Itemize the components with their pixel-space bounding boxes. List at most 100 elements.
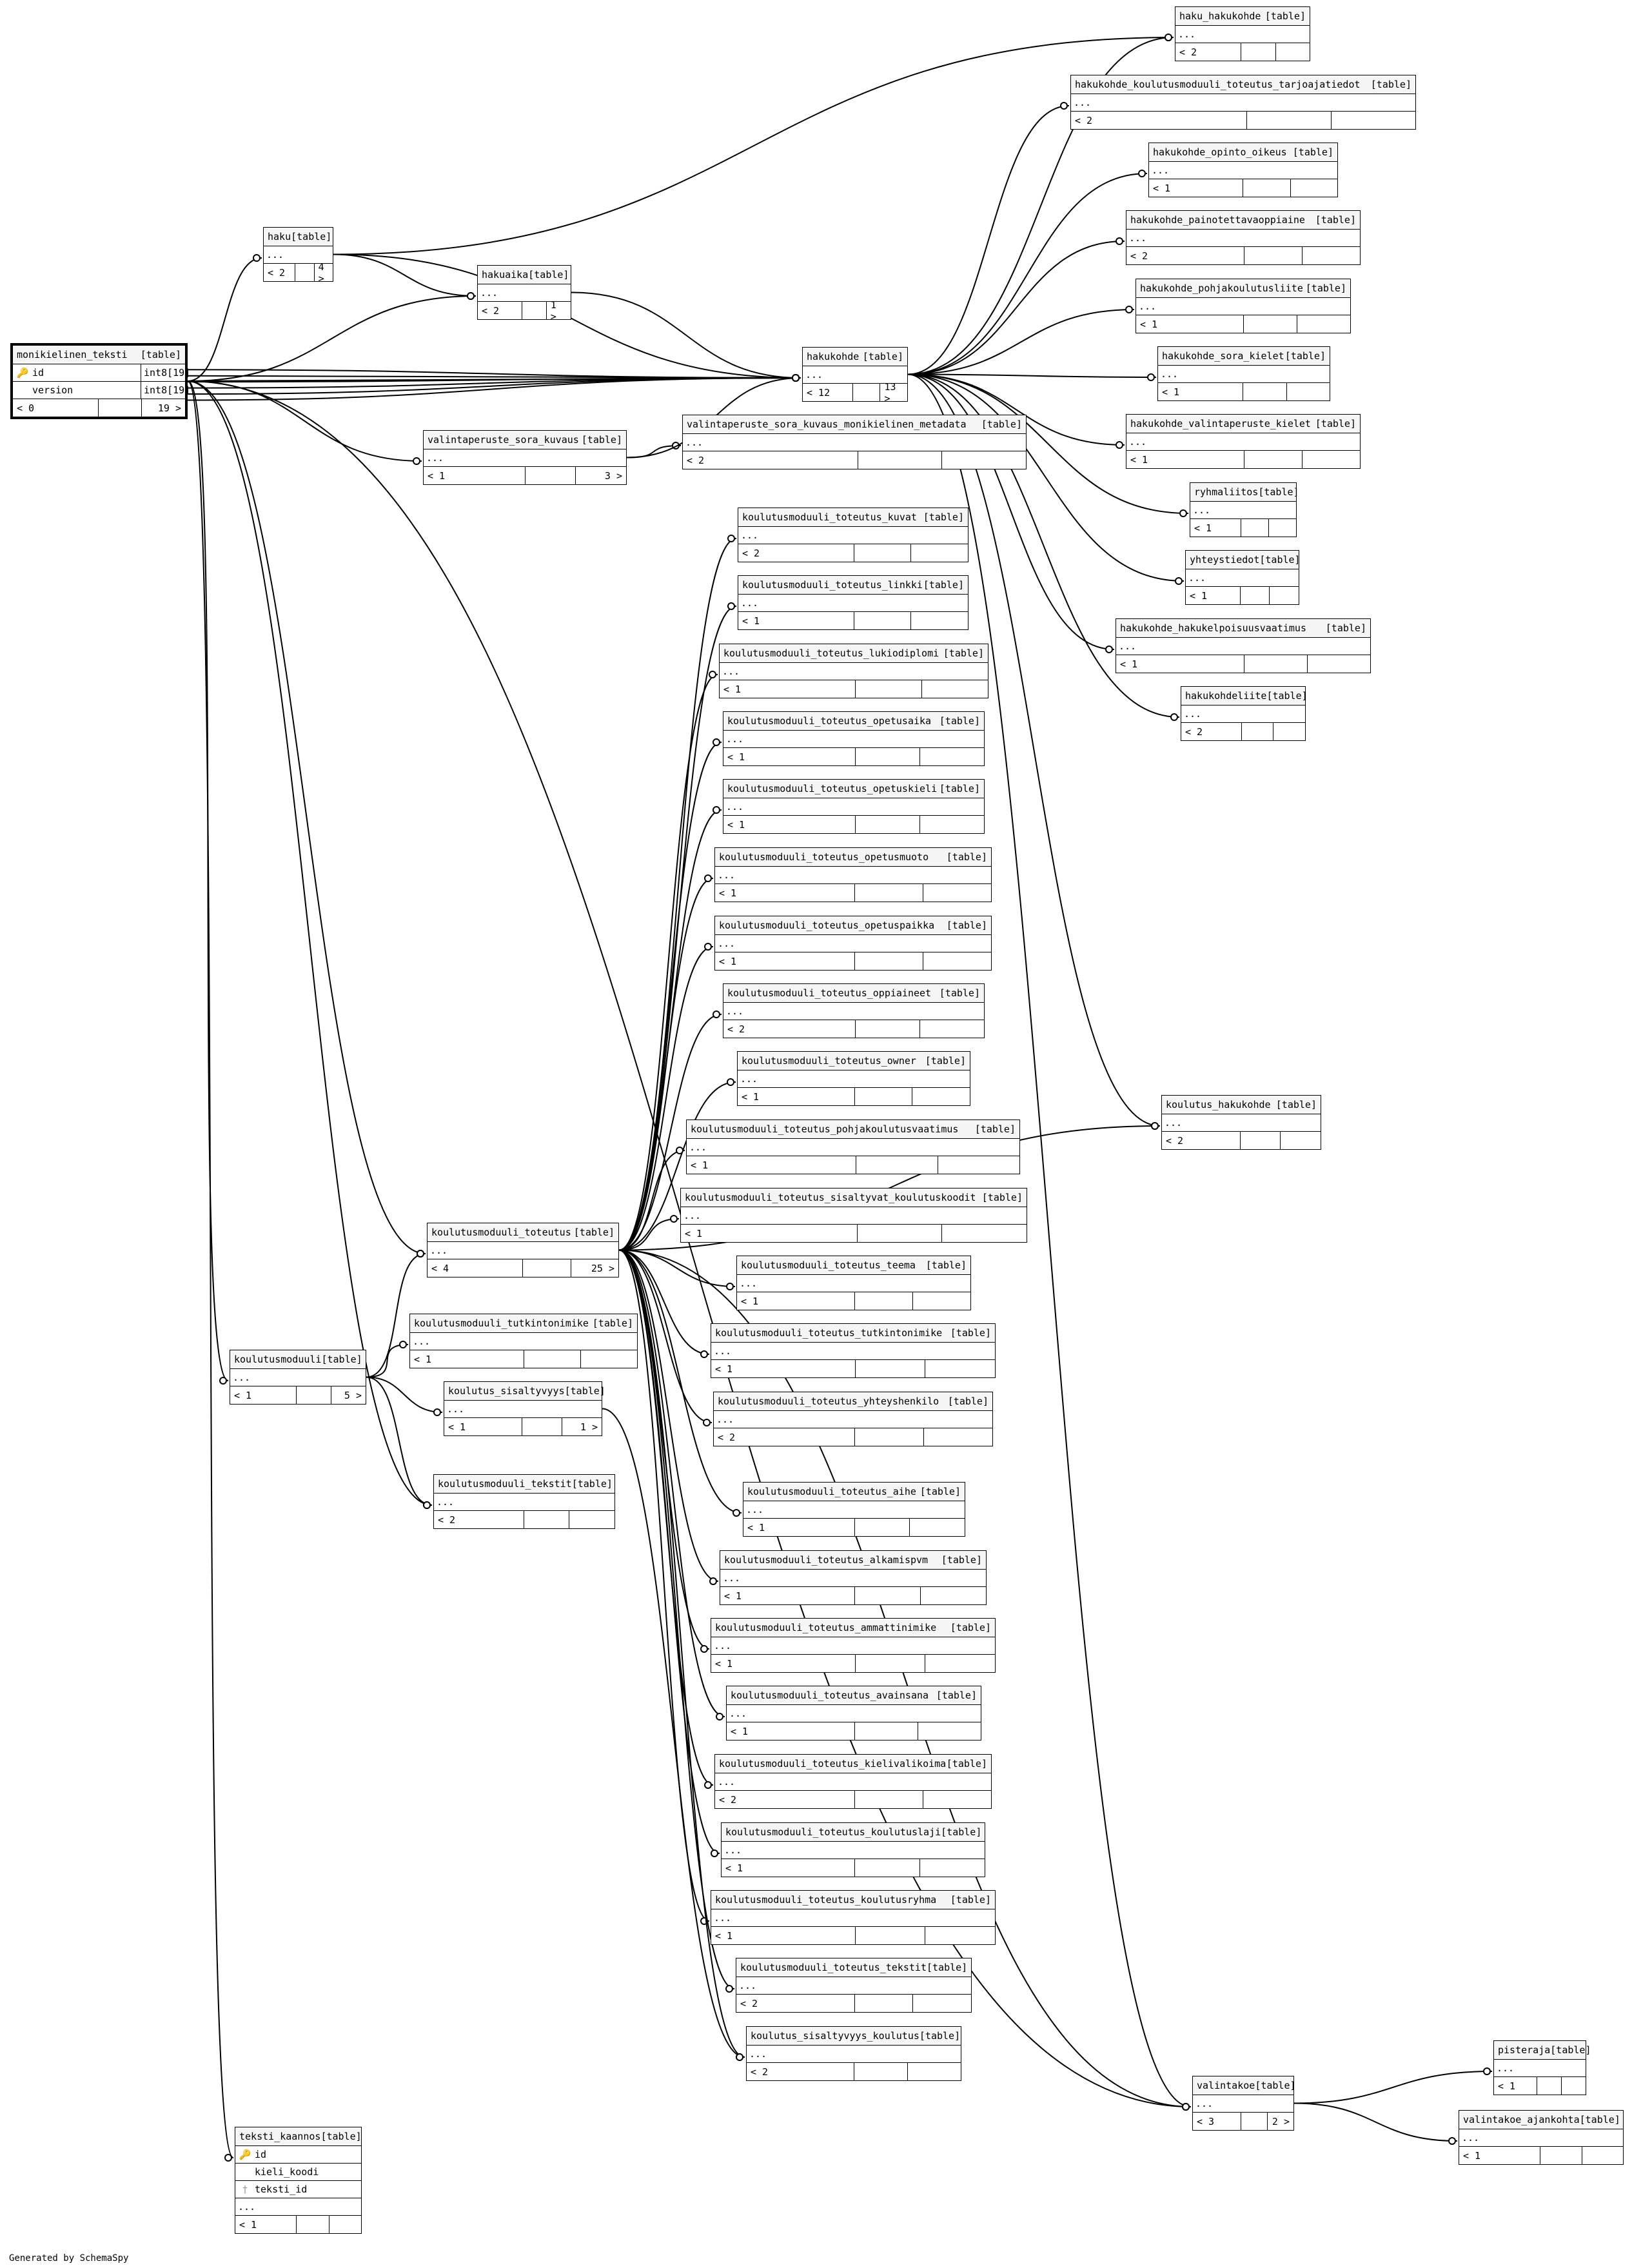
parents-count[interactable]: < 2 — [1126, 247, 1244, 264]
children-count[interactable] — [925, 1927, 995, 1944]
children-count[interactable] — [924, 1428, 992, 1446]
parents-count[interactable]: < 1 — [230, 1386, 297, 1404]
table-hakukohdeliite[interactable]: hakukohdeliite[table]...< 2 — [1181, 686, 1308, 741]
children-count[interactable] — [1562, 2077, 1586, 2095]
table-koulutusmoduuli-toteutus-opetusmuoto[interactable]: koulutusmoduuli_toteutus_opetusmuoto[tab… — [714, 847, 992, 902]
children-count[interactable] — [911, 544, 968, 562]
table-koulutusmoduuli-toteutus-opetuskieli[interactable]: koulutusmoduuli_toteutus_opetuskieli[tab… — [723, 779, 985, 834]
parents-count[interactable]: < 12 — [803, 384, 853, 401]
table-valintakoe-ajankohta[interactable]: valintakoe_ajankohta[table]...< 1 — [1459, 2110, 1624, 2165]
table-koulutusmoduuli-toteutus-owner[interactable]: koulutusmoduuli_toteutus_owner[table]...… — [737, 1051, 970, 1106]
table-koulutus-sisaltyvyys-koulutus[interactable]: koulutus_sisaltyvyys_koulutus[table]...<… — [746, 2026, 961, 2081]
table-ryhmaliitos[interactable]: ryhmaliitos[table]...< 1 — [1190, 482, 1299, 537]
children-count[interactable]: 19 > — [157, 402, 182, 414]
children-count[interactable] — [1297, 315, 1350, 333]
parents-count[interactable]: < 2 — [1175, 43, 1242, 61]
children-count[interactable]: 1 > — [550, 299, 556, 322]
parents-count[interactable]: < 2 — [723, 1020, 856, 1038]
children-count[interactable] — [938, 1156, 1019, 1174]
children-count[interactable]: 2 > — [1272, 2115, 1290, 2127]
children-count[interactable] — [908, 2063, 961, 2080]
parents-count[interactable]: < 1 — [1186, 587, 1241, 604]
children-count[interactable]: 4 > — [318, 261, 324, 284]
children-count[interactable] — [918, 1722, 981, 1740]
table-koulutusmoduuli-toteutus-pohjakoulutusvaatimus[interactable]: koulutusmoduuli_toteutus_pohjakoulutusva… — [686, 1119, 1020, 1174]
parents-count[interactable]: < 2 — [434, 1511, 524, 1528]
table-haku-hakukohde[interactable]: haku_hakukohde[table]...< 2 — [1175, 6, 1310, 61]
table-hakukohde-painotettavaoppiaine[interactable]: hakukohde_painotettavaoppiaine[table]...… — [1126, 210, 1361, 265]
focus-table-monikielinen-teksti[interactable]: monikielinen_teksti [table] 🔑 id int8[19… — [10, 343, 190, 419]
table-koulutusmoduuli-toteutus-ammattinimike[interactable]: koulutusmoduuli_toteutus_ammattinimike[t… — [711, 1618, 996, 1673]
children-count[interactable]: 13 > — [884, 380, 896, 404]
parents-count[interactable]: < 2 — [683, 451, 858, 469]
table-koulutusmoduuli-toteutus-opetuspaikka[interactable]: koulutusmoduuli_toteutus_opetuspaikka[ta… — [714, 916, 992, 971]
parents-count[interactable]: < 2 — [478, 302, 522, 319]
children-count[interactable] — [910, 1519, 965, 1536]
children-count[interactable] — [923, 1791, 991, 1808]
children-count[interactable] — [922, 680, 988, 698]
table-koulutusmoduuli-toteutus-kielivalikoima[interactable]: koulutusmoduuli_toteutus_kielivalikoima[… — [714, 1754, 992, 1809]
table-koulutusmoduuli-toteutus-tutkintonimike[interactable]: koulutusmoduuli_toteutus_tutkintonimike[… — [711, 1323, 996, 1378]
parents-count[interactable]: < 1 — [723, 748, 856, 765]
table-pisteraja[interactable]: pisteraja[table]...< 1 — [1493, 2040, 1591, 2095]
table-valintaperuste-sora-kuvaus-monikielinen-metadata[interactable]: valintaperuste_sora_kuvaus_monikielinen_… — [682, 415, 1027, 469]
table-koulutusmoduuli-toteutus-opetusaika[interactable]: koulutusmoduuli_toteutus_opetusaika[tabl… — [723, 711, 985, 766]
children-count[interactable]: 5 > — [344, 1389, 362, 1401]
table-koulutusmoduuli-toteutus-yhteyshenkilo[interactable]: koulutusmoduuli_toteutus_yhteyshenkilo[t… — [713, 1392, 993, 1446]
parents-count[interactable]: < 0 — [13, 399, 99, 417]
table-koulutus-hakukohde[interactable]: koulutus_hakukohde[table]...< 2 — [1161, 1095, 1321, 1150]
children-count[interactable] — [581, 1350, 637, 1368]
table-hakukohde-pohjakoulutusliite[interactable]: hakukohde_pohjakoulutusliite[table]...< … — [1136, 279, 1351, 333]
parents-count[interactable]: < 1 — [720, 1587, 855, 1604]
parents-count[interactable]: < 1 — [727, 1722, 856, 1740]
children-count[interactable]: 25 > — [591, 1262, 614, 1274]
table-teksti-kaannos[interactable]: teksti_kaannos [table] 🔑 id kieli_koodi … — [235, 2127, 362, 2234]
table-koulutusmoduuli-toteutus-lukiodiplomi[interactable]: koulutusmoduuli_toteutus_lukiodiplomi[ta… — [719, 644, 988, 698]
parents-count[interactable]: < 1 — [681, 1225, 858, 1242]
children-count[interactable] — [1281, 1132, 1321, 1149]
children-count[interactable] — [1273, 723, 1305, 740]
children-count[interactable] — [942, 1225, 1027, 1242]
children-count[interactable]: 3 > — [604, 469, 623, 482]
children-count[interactable]: 1 > — [580, 1421, 598, 1433]
parents-count[interactable]: < 1 — [711, 1927, 856, 1944]
parents-count[interactable]: < 1 — [444, 1418, 522, 1435]
children-count[interactable] — [1291, 179, 1337, 197]
parents-count[interactable]: < 1 — [1126, 451, 1244, 468]
parents-count[interactable]: < 1 — [738, 1088, 855, 1105]
parents-count[interactable]: < 1 — [424, 467, 526, 484]
children-count[interactable] — [1270, 587, 1299, 604]
children-count[interactable] — [1276, 43, 1310, 61]
children-count[interactable] — [1269, 519, 1296, 537]
table-hakukohde-sora-kielet[interactable]: hakukohde_sora_kielet[table]...< 1 — [1157, 346, 1330, 401]
parents-count[interactable]: < 4 — [428, 1259, 524, 1277]
table-koulutusmoduuli-toteutus-koulutusryhma[interactable]: koulutusmoduuli_toteutus_koulutusryhma[t… — [711, 1890, 996, 1945]
table-koulutusmoduuli-toteutus-kuvat[interactable]: koulutusmoduuli_toteutus_kuvat[table]...… — [738, 508, 968, 562]
parents-count[interactable]: < 2 — [736, 1995, 855, 2012]
table-koulutusmoduuli-toteutus-sisaltyvat-koulutuskoodit[interactable]: koulutusmoduuli_toteutus_sisaltyvat_koul… — [680, 1188, 1027, 1243]
children-count[interactable] — [913, 1292, 970, 1310]
table-yhteystiedot[interactable]: yhteystiedot[table]...< 1 — [1185, 550, 1301, 605]
children-count[interactable] — [920, 1859, 985, 1877]
children-count[interactable] — [920, 816, 984, 833]
children-count[interactable] — [911, 612, 968, 629]
parents-count[interactable]: < 1 — [687, 1156, 857, 1174]
children-count[interactable] — [920, 1020, 984, 1038]
parents-count[interactable]: < 2 — [264, 264, 296, 281]
table-hakukohde-hakukelpoisuusvaatimus[interactable]: hakukohde_hakukelpoisuusvaatimus[table].… — [1116, 618, 1371, 673]
parents-count[interactable]: < 1 — [715, 884, 856, 902]
parents-count[interactable]: < 2 — [1181, 723, 1242, 740]
parents-count[interactable]: < 1 — [1459, 2147, 1541, 2164]
children-count[interactable] — [1287, 383, 1330, 400]
column-row-teksti-id[interactable]: † teksti_id — [235, 2181, 361, 2198]
parents-count[interactable]: < 2 — [747, 2063, 854, 2080]
parents-count[interactable]: < 1 — [711, 1360, 856, 1377]
parents-count[interactable]: < 1 — [743, 1519, 855, 1536]
table-koulutusmoduuli-toteutus-avainsana[interactable]: koulutusmoduuli_toteutus_avainsana[table… — [726, 1686, 981, 1740]
table-koulutusmoduuli-toteutus-oppiaineet[interactable]: koulutusmoduuli_toteutus_oppiaineet[tabl… — [723, 983, 985, 1038]
children-count[interactable] — [913, 1995, 971, 2012]
children-count[interactable] — [942, 451, 1026, 469]
